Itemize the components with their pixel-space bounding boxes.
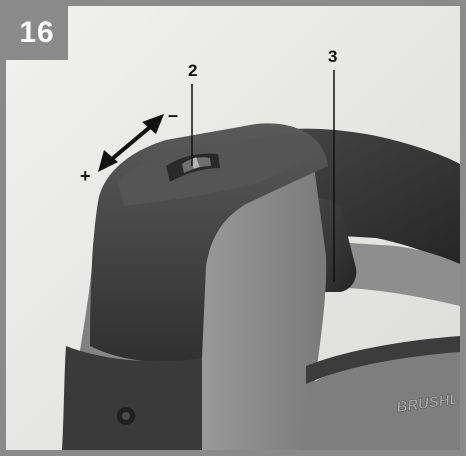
direction-double-arrow xyxy=(98,114,164,172)
direction-plus-label: + xyxy=(80,166,91,186)
callout-label-3: 3 xyxy=(328,47,338,66)
direction-minus-label: – xyxy=(168,105,179,125)
annotation-overlay xyxy=(98,70,335,282)
jigsaw-handle-photo xyxy=(6,6,460,450)
speed-dial xyxy=(166,153,220,182)
lower-clamp xyxy=(62,346,202,450)
brand-label: BRUSHL xyxy=(395,390,460,416)
base-top xyxy=(302,348,460,450)
callout-label-2: 2 xyxy=(188,61,198,80)
base-dark-band xyxy=(306,336,460,384)
figure-number-badge: 16 xyxy=(6,6,68,60)
cap-top-face xyxy=(118,133,322,206)
